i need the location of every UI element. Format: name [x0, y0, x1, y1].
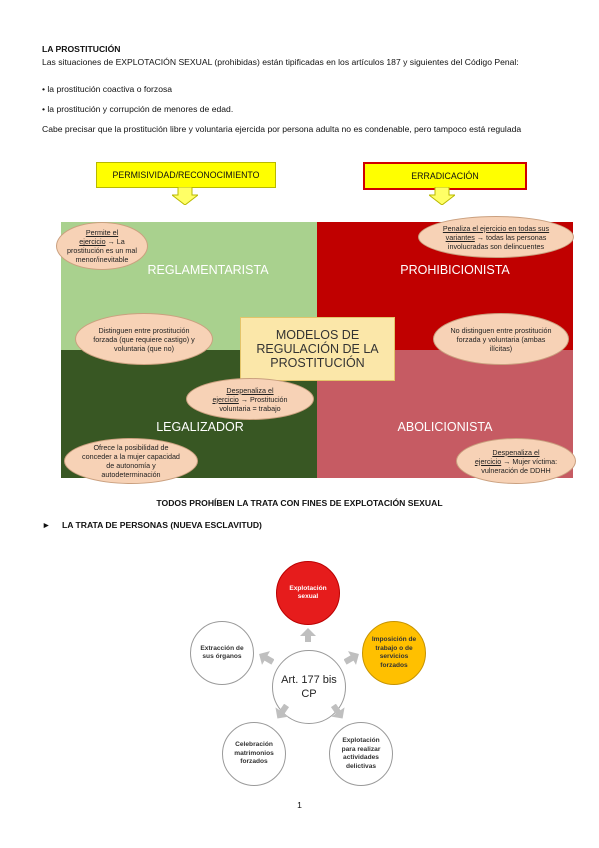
oval-distinguen: Distinguen entre prostitución forzada (q…: [75, 313, 213, 365]
section2-heading: LA TRATA DE PERSONAS (NUEVA ESCLAVITUD): [62, 520, 262, 530]
section2-arrow-icon: ►: [42, 520, 51, 530]
center-title: MODELOS DE REGULACIÓN DE LA PROSTITUCIÓN: [256, 328, 379, 370]
oval-tr-b: → todas las personas involucradas son de…: [447, 232, 547, 251]
oval-tr-a: Penaliza el ejercicio en todas sus varia…: [442, 223, 550, 242]
down-arrow-right-icon: [429, 187, 455, 205]
oval-ml-text: Distinguen entre prostitución forzada (q…: [93, 325, 195, 353]
note-paragraph: Cabe precisar que la prostitución libre …: [42, 124, 522, 134]
page-title: LA PROSTITUCIÓN: [42, 44, 121, 54]
cycle-arrow-right-icon: [344, 651, 359, 665]
oval-tl-c: → La prostitución es un mal menor/inevit…: [67, 237, 137, 264]
label-permisividad: PERMISIVIDAD/RECONOCIMIENTO: [96, 162, 276, 188]
oval-mc-a: Despenaliza el: [226, 385, 274, 395]
label-erradicacion: ERRADICACIÓN: [363, 162, 527, 190]
bullet-2: • la prostitución y corrupción de menore…: [42, 104, 234, 114]
oval-tl-a: Permite el: [85, 228, 119, 237]
quadrant-title-tr: PROHIBICIONISTA: [400, 263, 510, 277]
cycle-item-explotacion-sexual: Explotación sexual: [276, 561, 340, 625]
cycle-item-matrimonios-forzados: Celebración matrimonios forzados: [222, 722, 286, 786]
cycle-item-3-text: Celebración matrimonios forzados: [234, 741, 274, 766]
oval-legalizador-bottom: Ofrece la posibilidad de conceder a la m…: [64, 438, 198, 484]
cycle-item-extraccion-organos: Extracción de sus órganos: [190, 621, 254, 685]
oval-mc-c: → Prostitución voluntaria = trabajo: [219, 394, 288, 413]
cycle-item-trabajo-forzado: Imposición de trabajo o de servicios for…: [362, 621, 426, 685]
cycle-item-1-text: Imposición de trabajo o de servicios for…: [371, 636, 417, 669]
intro-paragraph: Las situaciones de EXPLOTACIÓN SEXUAL (p…: [42, 57, 519, 67]
cycle-arrow-up-icon: [300, 628, 316, 642]
oval-br-a: Despenaliza el: [492, 447, 540, 457]
cycle-item-4-text: Extracción de sus órganos: [200, 644, 244, 661]
oval-br-b: ejercicio: [474, 456, 502, 466]
cycle-arrow-down-left-icon: [275, 704, 290, 719]
oval-br-c: → Mujer víctima: vulneración de DDHH: [481, 456, 558, 475]
bullet-1: • la prostitución coactiva o forzosa: [42, 84, 173, 94]
down-arrow-left-icon: [172, 187, 198, 205]
oval-no-distinguen: No distinguen entre prostitución forzada…: [433, 313, 569, 365]
quadrant-title-bl: LEGALIZADOR: [156, 420, 244, 434]
oval-mc-b: ejercicio: [212, 394, 239, 404]
oval-tl-b: ejercicio: [79, 237, 106, 246]
cycle-arrow-left-icon: [259, 651, 274, 665]
cycle-arrow-down-right-icon: [330, 704, 345, 719]
trata-statement: TODOS PROHÍBEN LA TRATA CON FINES DE EXP…: [156, 498, 443, 508]
quadrant-title-tl: REGLAMENTARISTA: [147, 263, 269, 277]
cycle-item-actividades-delictivas: Explotación para realizar actividades de…: [329, 722, 393, 786]
cycle-item-2-text: Explotación para realizar actividades de…: [341, 737, 381, 770]
quadrant-title-br: ABOLICIONISTA: [397, 420, 493, 434]
oval-prohibicionista: Penaliza el ejercicio en todas sus varia…: [418, 216, 574, 258]
center-title-box: MODELOS DE REGULACIÓN DE LA PROSTITUCIÓN: [240, 317, 395, 381]
cycle-center-text: Art. 177 bis CP: [281, 674, 337, 700]
oval-bl-text: Ofrece la posibilidad de conceder a la m…: [82, 443, 180, 479]
oval-mr-text: No distinguen entre prostitución forzada…: [450, 325, 552, 353]
page-number: 1: [297, 800, 302, 810]
cycle-item-0-text: Explotación sexual: [289, 584, 327, 601]
